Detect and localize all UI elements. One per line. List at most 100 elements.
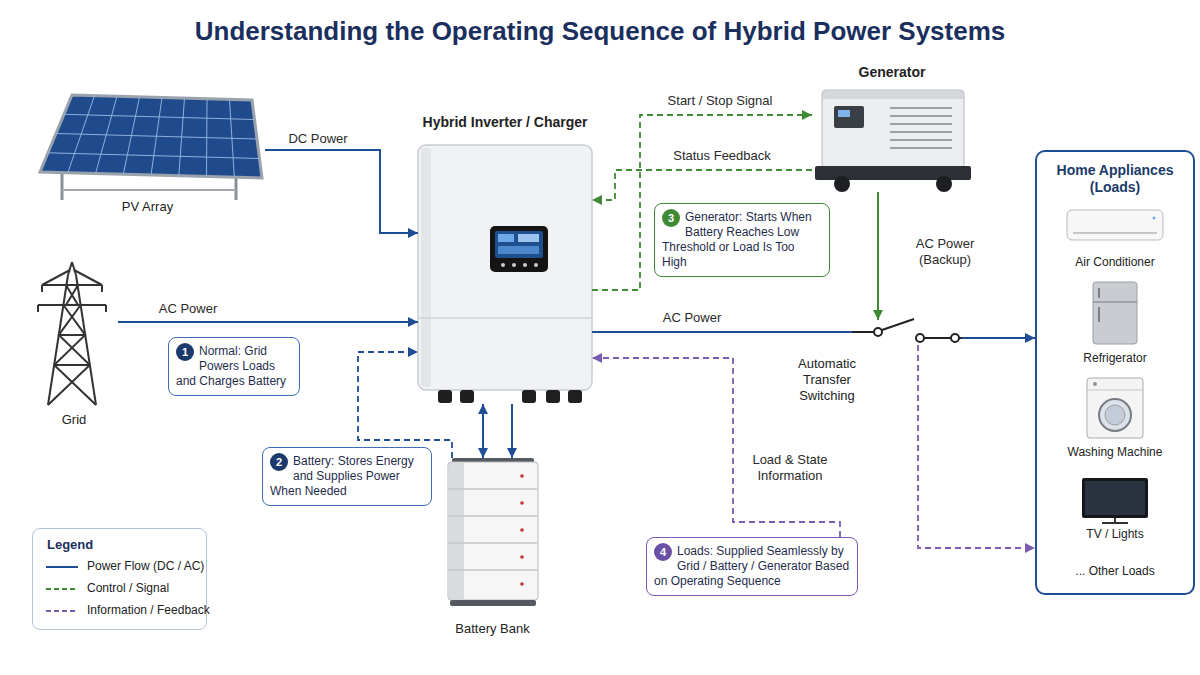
battery-figure bbox=[450, 600, 536, 606]
callout-number-text: 3 bbox=[662, 209, 680, 227]
generator-figure bbox=[815, 90, 971, 192]
power-connector bbox=[877, 192, 879, 320]
generator-figure bbox=[890, 139, 952, 141]
inverter-figure bbox=[421, 148, 431, 387]
callout-number: 3 bbox=[662, 209, 680, 227]
legend-line bbox=[46, 588, 78, 590]
callout-box: 1Normal: Grid Powers Loads and Charges B… bbox=[168, 337, 300, 396]
transfer-switch-symbol bbox=[916, 334, 924, 342]
loads-panel: Home Appliances (Loads)Air ConditionerRe… bbox=[1035, 150, 1195, 595]
appliance: Air Conditioner bbox=[1042, 202, 1188, 270]
grid-pylon-figure bbox=[68, 262, 72, 275]
callout-box: 4Loads: Supplied Seamlessly by Grid / Ba… bbox=[646, 537, 858, 596]
refrigerator-icon bbox=[1098, 288, 1100, 298]
edge-label-holder: AC Power bbox=[153, 301, 223, 317]
appliance: TV / Lights bbox=[1042, 468, 1188, 542]
pv-panel-figure bbox=[40, 95, 262, 200]
battery-figure bbox=[448, 515, 538, 517]
power-connector bbox=[592, 331, 852, 333]
grid-pylon-figure bbox=[54, 305, 96, 405]
inverter-figure bbox=[522, 390, 536, 403]
callout-number: 2 bbox=[270, 453, 288, 471]
edge-label-holder: AC Power (Backup) bbox=[909, 236, 981, 268]
pv-panel-figure bbox=[40, 95, 262, 178]
edge-label-holder: Load & State Information bbox=[744, 452, 836, 484]
legend-title: Legend bbox=[47, 537, 93, 553]
pv-panel-figure bbox=[62, 189, 236, 191]
generator-figure bbox=[890, 131, 952, 133]
inverter-figure bbox=[419, 317, 591, 319]
transfer-switch: Automatic Transfer Switching bbox=[852, 320, 962, 345]
grid-pylon-figure bbox=[101, 285, 103, 292]
battery-figure bbox=[448, 489, 538, 570]
dashed-connector bbox=[918, 345, 1035, 548]
pv-array: PV Array bbox=[30, 90, 265, 202]
legend-line-sample bbox=[45, 584, 79, 594]
callout-text: Loads: Supplied Seamlessly by Grid / Bat… bbox=[654, 544, 850, 589]
grid-pylon-figure bbox=[54, 364, 90, 366]
power-connector bbox=[962, 337, 1035, 339]
grid-pylon-figure bbox=[72, 262, 76, 275]
transfer-switch-symbol bbox=[874, 328, 882, 336]
diagram-title: Understanding the Operating Sequence of … bbox=[0, 15, 1200, 47]
battery-figure bbox=[449, 463, 464, 599]
grid-pylon-figure bbox=[74, 270, 102, 285]
edge-label-holder: Status Feedback bbox=[667, 148, 777, 164]
power-connector bbox=[482, 404, 484, 458]
transfer-switch-symbol bbox=[924, 337, 951, 339]
pv-panel-figure bbox=[61, 174, 64, 200]
dashed-connector bbox=[592, 358, 840, 537]
inverter-figure bbox=[568, 390, 582, 403]
washing-machine-icon bbox=[1087, 378, 1143, 438]
generator-figure bbox=[890, 107, 952, 109]
edge-label: DC Power bbox=[283, 131, 353, 147]
legend-box: LegendPower Flow (DC / AC)Control / Sign… bbox=[32, 528, 207, 630]
hybrid-inverter: Hybrid Inverter / Charger bbox=[418, 145, 592, 404]
edge-label: Status Feedback bbox=[667, 148, 777, 164]
legend-row: Information / Feedback bbox=[45, 603, 205, 619]
washing-machine-icon bbox=[1087, 378, 1143, 438]
callout-number: 1 bbox=[176, 343, 194, 361]
callout-box: 3Generator: Starts When Battery Reaches … bbox=[654, 203, 830, 277]
callout-number: 4 bbox=[654, 543, 672, 561]
battery-figure bbox=[520, 555, 524, 559]
inverter-figure bbox=[523, 263, 527, 267]
generator-figure bbox=[890, 115, 952, 117]
appliance-label: Washing Machine bbox=[1042, 445, 1188, 460]
refrigerator-icon bbox=[1093, 301, 1137, 303]
figure-label: Battery Bank bbox=[420, 621, 565, 637]
legend-row: Power Flow (DC / AC) bbox=[45, 559, 205, 575]
generator-figure bbox=[838, 110, 850, 117]
callout-text: Battery: Stores Energy and Supplies Powe… bbox=[270, 454, 424, 499]
legend-text: Control / Signal bbox=[87, 581, 247, 596]
washing-machine-icon bbox=[1105, 405, 1125, 425]
transfer-switch-symbol bbox=[951, 334, 959, 342]
callout-number-text: 2 bbox=[270, 453, 288, 471]
legend-title-holder: Legend bbox=[47, 537, 93, 553]
inverter-figure bbox=[418, 145, 592, 403]
tv-icon bbox=[1085, 481, 1145, 515]
battery-bank: Battery Bank bbox=[440, 458, 545, 608]
generator-figure bbox=[823, 91, 963, 99]
refrigerator-icon bbox=[1098, 307, 1100, 322]
appliance: Washing Machine bbox=[1042, 374, 1188, 460]
edge-label: AC Power (Backup) bbox=[909, 236, 981, 268]
inverter-figure bbox=[512, 263, 516, 267]
battery-figure bbox=[520, 582, 524, 586]
callout-text: Generator: Starts When Battery Reaches L… bbox=[662, 210, 822, 270]
title-holder: Understanding the Operating Sequence of … bbox=[0, 15, 1200, 47]
tv-icon bbox=[1082, 478, 1148, 523]
other-loads: ... Other Loads bbox=[1042, 564, 1188, 584]
grid-pylon-figure bbox=[48, 305, 90, 405]
legend-line bbox=[46, 566, 78, 568]
transfer-switch-symbol bbox=[852, 319, 962, 342]
dashed-connector bbox=[358, 352, 452, 458]
edge-label-holder: AC Power bbox=[657, 310, 727, 326]
edge-label: AC Power bbox=[657, 310, 727, 326]
battery-figure bbox=[520, 474, 524, 478]
inverter-figure bbox=[460, 390, 474, 403]
tv-icon bbox=[1082, 478, 1148, 518]
grid-pylon-figure bbox=[38, 304, 106, 306]
legend-text: Power Flow (DC / AC) bbox=[87, 559, 247, 574]
